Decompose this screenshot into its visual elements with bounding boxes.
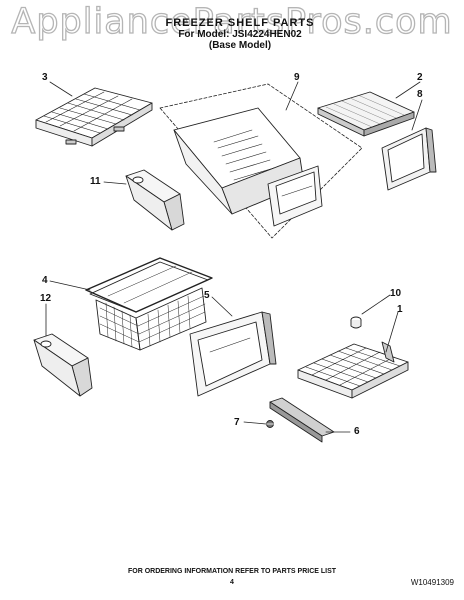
callout-6: 6 — [354, 426, 360, 437]
side-cover-part-12 — [33, 333, 93, 397]
callout-leader-lines — [45, 81, 423, 433]
callout-11: 11 — [90, 176, 101, 187]
ordering-note: FOR ORDERING INFORMATION REFER TO PARTS … — [127, 568, 337, 575]
side-cover-part-11 — [125, 169, 185, 231]
callout-3: 3 — [42, 72, 48, 83]
screw-part-7 — [265, 420, 275, 428]
callout-9: 9 — [294, 72, 300, 83]
glass-shelf-part-2 — [317, 91, 415, 137]
shelf-cap-part-10 — [350, 316, 362, 329]
callout-8: 8 — [417, 89, 423, 100]
callout-5: 5 — [204, 290, 210, 301]
diagram-title: FREEZER SHELF PARTS For Model: JSI4224HE… — [140, 17, 340, 52]
callout-10: 10 — [390, 288, 402, 299]
wire-shelf-part-1 — [297, 341, 409, 399]
shelf-trim-part-8 — [381, 127, 437, 191]
document-part-number: W10491309 — [410, 578, 454, 587]
freezer-bin-part-9 — [173, 107, 323, 227]
callout-12: 12 — [40, 293, 52, 304]
callout-7: 7 — [234, 417, 240, 428]
basket-front-part-5 — [189, 311, 277, 397]
shelf-rail-part-6 — [269, 397, 335, 443]
wire-basket-part-4 — [85, 257, 213, 351]
base-model-label: (Base Model) — [208, 40, 272, 51]
callout-4: 4 — [42, 275, 48, 286]
wire-shelf-part-3 — [35, 87, 153, 147]
page-number: 4 — [230, 579, 234, 586]
model-line: For Model: JSI4224HEN02 — [178, 29, 302, 40]
callout-1: 1 — [397, 304, 403, 315]
callout-2: 2 — [417, 72, 423, 83]
page-title: FREEZER SHELF PARTS — [165, 17, 315, 29]
watermark-text: AppliancePartsPros.com — [11, 1, 453, 42]
